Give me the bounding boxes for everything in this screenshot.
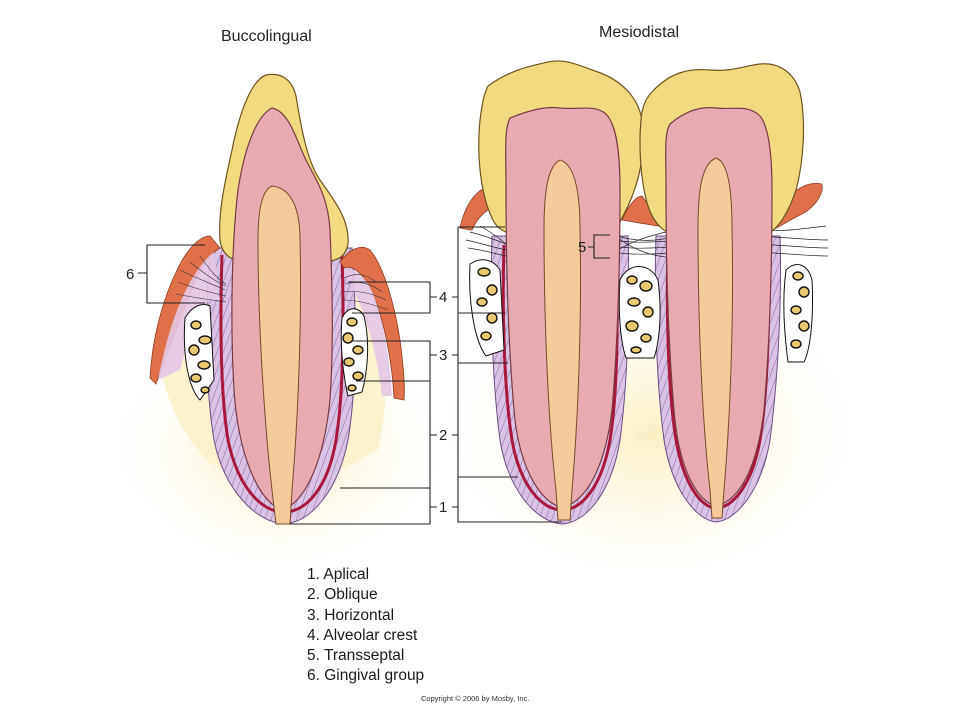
legend-item-oblique: 2. Oblique — [307, 586, 378, 604]
legend-item-gingival-group: 6. Gingival group — [307, 667, 425, 685]
mesiodistal-view — [450, 60, 850, 570]
legend-item-horizontal: 3. Horizontal — [307, 606, 395, 624]
bracket-apical — [290, 487, 437, 525]
label-oblique: 2 — [439, 427, 447, 444]
gingival-fibers-buccolingual — [175, 255, 389, 311]
label-gingival: 6 — [126, 266, 134, 283]
bracket-numbers: 6 4 3 2 1 5 — [126, 239, 586, 516]
buccolingual-title: Buccolingual — [221, 28, 312, 45]
bone-septum-interdental — [618, 266, 661, 359]
bone-trabeculae-lingual — [340, 308, 369, 397]
bone-septum-distal — [783, 264, 814, 363]
gingiva-lingual-inner — [344, 269, 392, 396]
fiber-group-legend: 1. Aplical 2. Oblique 3. Horizontal 4. A… — [307, 565, 424, 687]
bracket-transseptal — [588, 234, 610, 259]
legend-item-apical: 1. Aplical — [307, 566, 370, 583]
bracket-lines — [138, 226, 610, 525]
bone-septum-mesial — [469, 259, 505, 357]
bone-trabeculae-buccal — [183, 304, 215, 401]
label-transseptal: 5 — [578, 239, 586, 256]
bracket-apical-md — [452, 477, 562, 523]
mesiodistal-title: Mesiodistal — [599, 24, 679, 41]
bracket-gingival — [138, 244, 205, 304]
label-apical: 1 — [439, 499, 447, 516]
bracket-alveolar-crest — [348, 281, 437, 314]
pulp-mesiodistal-left — [543, 159, 582, 521]
label-horizontal: 3 — [439, 347, 447, 364]
legend-item-alveolar-crest: 4. Alveolar crest — [307, 626, 418, 644]
pulp-mesiodistal-right — [697, 157, 734, 519]
label-alveolar-crest: 4 — [439, 289, 447, 306]
copyright-notice: Copyright © 2006 by Mosby, Inc. — [421, 694, 530, 703]
legend-item-transseptal: 5. Transseptal — [307, 647, 405, 665]
buccolingual-view — [120, 73, 440, 560]
